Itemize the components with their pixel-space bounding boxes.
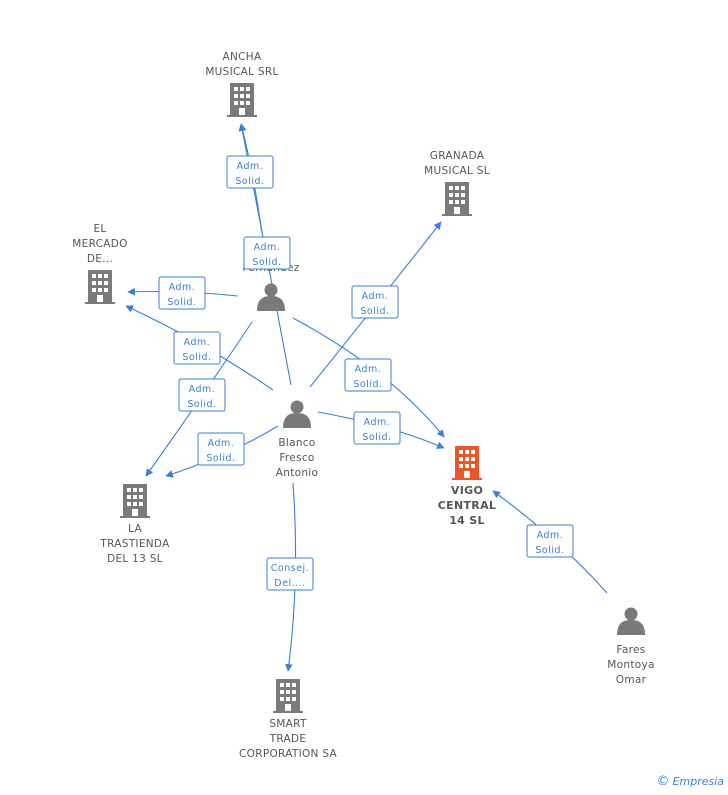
edge-label-blanco-to-vigo[interactable]: Adm. Solid. xyxy=(353,411,401,445)
node-label-line: TRASTIENDA xyxy=(99,538,170,550)
node-label-line: MERCADO xyxy=(72,238,127,250)
node-label-line: 14 SL xyxy=(449,514,485,527)
edge-label-box xyxy=(344,358,392,392)
node-label-line: VIGO xyxy=(451,484,483,497)
node-label-line: Antonio xyxy=(276,467,318,479)
edge-label-line: Adm. xyxy=(254,242,281,253)
edge-label-santin-to-trastienda[interactable]: Adm. Solid. xyxy=(178,378,226,412)
edge-label-line: Solid. xyxy=(252,257,281,268)
node-label-line: Fresco xyxy=(279,452,314,464)
edge-label-line: Adm. xyxy=(169,282,196,293)
edge-label-blanco-to-granada[interactable]: Adm. Solid. xyxy=(351,285,399,319)
edge-label-line: Adm. xyxy=(208,438,235,449)
edge-label-line: Adm. xyxy=(362,291,389,302)
edge-label-box xyxy=(266,557,314,591)
edge-label-line: Solid. xyxy=(353,379,382,390)
building-icon xyxy=(442,182,472,216)
node-label-line: DEL 13 SL xyxy=(107,553,163,565)
edge-label-box xyxy=(173,331,221,365)
edge-label-line: Solid. xyxy=(206,453,235,464)
edge-label-line: Solid. xyxy=(235,176,264,187)
edge-label-fares-to-vigo[interactable]: Adm. Solid. xyxy=(526,524,574,558)
edge-label-blanco-to-trastienda[interactable]: Adm. Solid. xyxy=(197,432,245,466)
brand-name[interactable]: Empresia xyxy=(672,775,724,788)
edge-label-blanco-to-smart[interactable]: Consej. Del.... xyxy=(266,557,314,591)
node-label-line: Montoya xyxy=(607,659,654,671)
node-label-line: MUSICAL SL xyxy=(424,165,490,177)
node-label-line: TRADE xyxy=(269,733,307,745)
badges-layer: Adm. Solid. Adm. Solid. Adm. Solid. Adm. Solid.… xyxy=(158,155,574,591)
node-label-line: CORPORATION SA xyxy=(239,748,337,760)
edge-label-box xyxy=(351,285,399,319)
copyright-icon: © xyxy=(656,774,670,789)
node-trastienda[interactable]: LA TRASTIENDA DEL 13 SL xyxy=(99,484,170,565)
edge-label-line: Del.... xyxy=(274,578,305,589)
edge-label-line: Adm. xyxy=(537,530,564,541)
node-vigo[interactable]: VIGO CENTRAL 14 SL xyxy=(438,446,496,527)
node-label-line: LA xyxy=(128,523,142,535)
person-icon xyxy=(283,400,311,428)
node-granada[interactable]: GRANADA MUSICAL SL xyxy=(424,150,490,216)
nodes-layer: ANCHA MUSICAL SRL GRANADA MUSICAL SL EL MERCA… xyxy=(72,51,654,760)
edge-label-santin-to-ancha[interactable]: Adm. Solid. xyxy=(243,236,291,270)
person-icon xyxy=(257,283,285,311)
edge-label-box xyxy=(178,378,226,412)
edge-label-line: Solid. xyxy=(187,399,216,410)
edge-label-box xyxy=(353,411,401,445)
node-ancha[interactable]: ANCHA MUSICAL SRL xyxy=(205,51,278,117)
edge-label-line: Adm. xyxy=(189,384,216,395)
person-icon xyxy=(617,607,645,635)
edge-label-line: Adm. xyxy=(355,364,382,375)
node-label-line: Blanco xyxy=(278,437,315,449)
edge-label-box xyxy=(226,155,274,189)
node-label-line: CENTRAL xyxy=(438,499,496,512)
node-label-line: GRANADA xyxy=(430,150,485,162)
edge-label-box xyxy=(197,432,245,466)
edge-label-line: Adm. xyxy=(237,161,264,172)
node-label-line: DE... xyxy=(87,253,113,265)
edge-label-santin-to-vigo[interactable]: Adm. Solid. xyxy=(344,358,392,392)
edge-label-blanco-to-mercado[interactable]: Adm. Solid. xyxy=(173,331,221,365)
building-icon xyxy=(120,484,150,518)
edge-label-box xyxy=(243,236,291,270)
node-mercado[interactable]: EL MERCADO DE... xyxy=(72,223,127,304)
edge-label-line: Adm. xyxy=(184,337,211,348)
node-label-line: ANCHA xyxy=(223,51,262,63)
edge-label-line: Consej. xyxy=(271,563,309,574)
edge-label-blanco-to-ancha[interactable]: Adm. Solid. xyxy=(226,155,274,189)
brand-footer[interactable]: © Empresia xyxy=(657,774,724,789)
edge-label-line: Solid. xyxy=(360,306,389,317)
building-icon xyxy=(85,270,115,304)
node-label-line: EL xyxy=(93,223,106,235)
building-icon xyxy=(227,83,257,117)
edge-label-line: Solid. xyxy=(535,545,564,556)
edge-label-line: Adm. xyxy=(364,417,391,428)
edge-label-box xyxy=(158,276,206,310)
building-icon xyxy=(273,679,303,713)
node-label-line: Omar xyxy=(616,674,647,686)
building-icon xyxy=(452,446,482,480)
node-label-line: Fares xyxy=(616,644,645,656)
node-label-line: MUSICAL SRL xyxy=(205,66,278,78)
edge-label-line: Solid. xyxy=(362,432,391,443)
edge-label-line: Solid. xyxy=(167,297,196,308)
edge-label-box xyxy=(526,524,574,558)
edge-label-line: Solid. xyxy=(182,352,211,363)
node-label-line: SMART xyxy=(269,718,307,730)
node-smart[interactable]: SMART TRADE CORPORATION SA xyxy=(239,679,337,760)
edge-label-santin-to-mercado[interactable]: Adm. Solid. xyxy=(158,276,206,310)
